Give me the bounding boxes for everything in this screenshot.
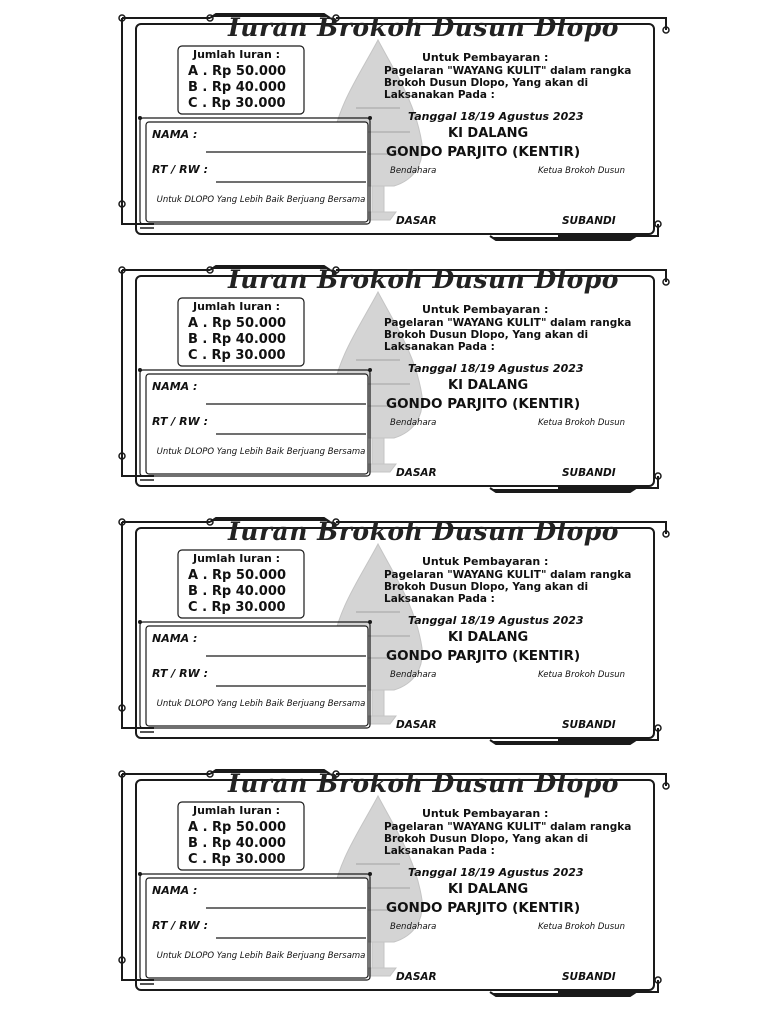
payment-title: Untuk Pembayaran : — [422, 555, 549, 568]
dalang-name: GONDO PARJITO (KENTIR) — [386, 396, 581, 412]
rt-rw-label: RT / RW : — [152, 163, 208, 176]
motto-text: Untuk DLOPO Yang Lebih Baik Berjuang Ber… — [156, 699, 366, 709]
coupon-frame — [118, 265, 670, 493]
coupon-title: Iuran Brokoh Dusun Dlopo — [228, 265, 619, 294]
motto-text: Untuk DLOPO Yang Lebih Baik Berjuang Ber… — [156, 951, 366, 961]
coupon-frame — [118, 13, 670, 241]
dues-coupon: Iuran Brokoh Dusun Dlopo Jumlah Iuran : … — [110, 4, 670, 244]
chairman-name: SUBANDI — [562, 971, 616, 983]
fee-option-a: A . Rp 50.000 — [188, 64, 287, 79]
dues-coupon: Iuran Brokoh Dusun Dlopo Jumlah Iuran : … — [110, 760, 670, 1000]
event-date: Tanggal 18/19 Agustus 2023 — [408, 614, 584, 627]
payment-title: Untuk Pembayaran : — [422, 807, 549, 820]
fee-option-a: A . Rp 50.000 — [188, 316, 287, 331]
dalang-label: KI DALANG — [448, 126, 529, 141]
treasurer-name: DASAR — [396, 215, 437, 227]
fee-title: Jumlah Iuran : — [193, 552, 281, 565]
payment-title: Untuk Pembayaran : — [422, 51, 549, 64]
coupon-title: Iuran Brokoh Dusun Dlopo — [228, 13, 619, 42]
payment-description: Pagelaran "WAYANG KULIT" dalam rangka Br… — [384, 821, 632, 857]
motto-text: Untuk DLOPO Yang Lebih Baik Berjuang Ber… — [156, 447, 366, 457]
name-label: NAMA : — [152, 632, 198, 645]
fee-option-b: B . Rp 40.000 — [188, 836, 286, 851]
dalang-label: KI DALANG — [448, 882, 529, 897]
dues-coupon: Iuran Brokoh Dusun Dlopo Jumlah Iuran : … — [110, 256, 670, 496]
dalang-label: KI DALANG — [448, 378, 529, 393]
rt-rw-label: RT / RW : — [152, 667, 208, 680]
fee-option-c: C . Rp 30.000 — [188, 600, 286, 615]
treasurer-role: Bendahara — [390, 166, 437, 176]
dues-coupon: Iuran Brokoh Dusun Dlopo Jumlah Iuran : … — [110, 508, 670, 748]
coupon-frame — [118, 517, 670, 745]
treasurer-name: DASAR — [396, 971, 437, 983]
fee-option-a: A . Rp 50.000 — [188, 568, 287, 583]
coupon-frame — [118, 769, 670, 997]
treasurer-role: Bendahara — [390, 922, 437, 932]
treasurer-name: DASAR — [396, 467, 437, 479]
dalang-label: KI DALANG — [448, 630, 529, 645]
dalang-name: GONDO PARJITO (KENTIR) — [386, 648, 581, 664]
fee-option-b: B . Rp 40.000 — [188, 80, 286, 95]
payment-description: Pagelaran "WAYANG KULIT" dalam rangka Br… — [384, 65, 632, 101]
rt-rw-label: RT / RW : — [152, 415, 208, 428]
fee-option-c: C . Rp 30.000 — [188, 96, 286, 111]
motto-text: Untuk DLOPO Yang Lebih Baik Berjuang Ber… — [156, 195, 366, 205]
name-label: NAMA : — [152, 380, 198, 393]
fee-option-c: C . Rp 30.000 — [188, 348, 286, 363]
chairman-role: Ketua Brokoh Dusun — [538, 922, 626, 932]
payment-description: Pagelaran "WAYANG KULIT" dalam rangka Br… — [384, 569, 632, 605]
fee-option-c: C . Rp 30.000 — [188, 852, 286, 867]
fee-option-a: A . Rp 50.000 — [188, 820, 287, 835]
chairman-name: SUBANDI — [562, 215, 616, 227]
chairman-role: Ketua Brokoh Dusun — [538, 166, 626, 176]
fee-option-b: B . Rp 40.000 — [188, 584, 286, 599]
coupon-title: Iuran Brokoh Dusun Dlopo — [228, 769, 619, 798]
chairman-name: SUBANDI — [562, 467, 616, 479]
payment-title: Untuk Pembayaran : — [422, 303, 549, 316]
name-label: NAMA : — [152, 128, 198, 141]
dalang-name: GONDO PARJITO (KENTIR) — [386, 144, 581, 160]
treasurer-name: DASAR — [396, 719, 437, 731]
coupon-title: Iuran Brokoh Dusun Dlopo — [228, 517, 619, 546]
chairman-role: Ketua Brokoh Dusun — [538, 418, 626, 428]
event-date: Tanggal 18/19 Agustus 2023 — [408, 866, 584, 879]
event-date: Tanggal 18/19 Agustus 2023 — [408, 110, 584, 123]
name-label: NAMA : — [152, 884, 198, 897]
fee-title: Jumlah Iuran : — [193, 48, 281, 61]
fee-option-b: B . Rp 40.000 — [188, 332, 286, 347]
dalang-name: GONDO PARJITO (KENTIR) — [386, 900, 581, 916]
fee-title: Jumlah Iuran : — [193, 804, 281, 817]
treasurer-role: Bendahara — [390, 670, 437, 680]
event-date: Tanggal 18/19 Agustus 2023 — [408, 362, 584, 375]
chairman-name: SUBANDI — [562, 719, 616, 731]
rt-rw-label: RT / RW : — [152, 919, 208, 932]
fee-title: Jumlah Iuran : — [193, 300, 281, 313]
chairman-role: Ketua Brokoh Dusun — [538, 670, 626, 680]
payment-description: Pagelaran "WAYANG KULIT" dalam rangka Br… — [384, 317, 632, 353]
treasurer-role: Bendahara — [390, 418, 437, 428]
